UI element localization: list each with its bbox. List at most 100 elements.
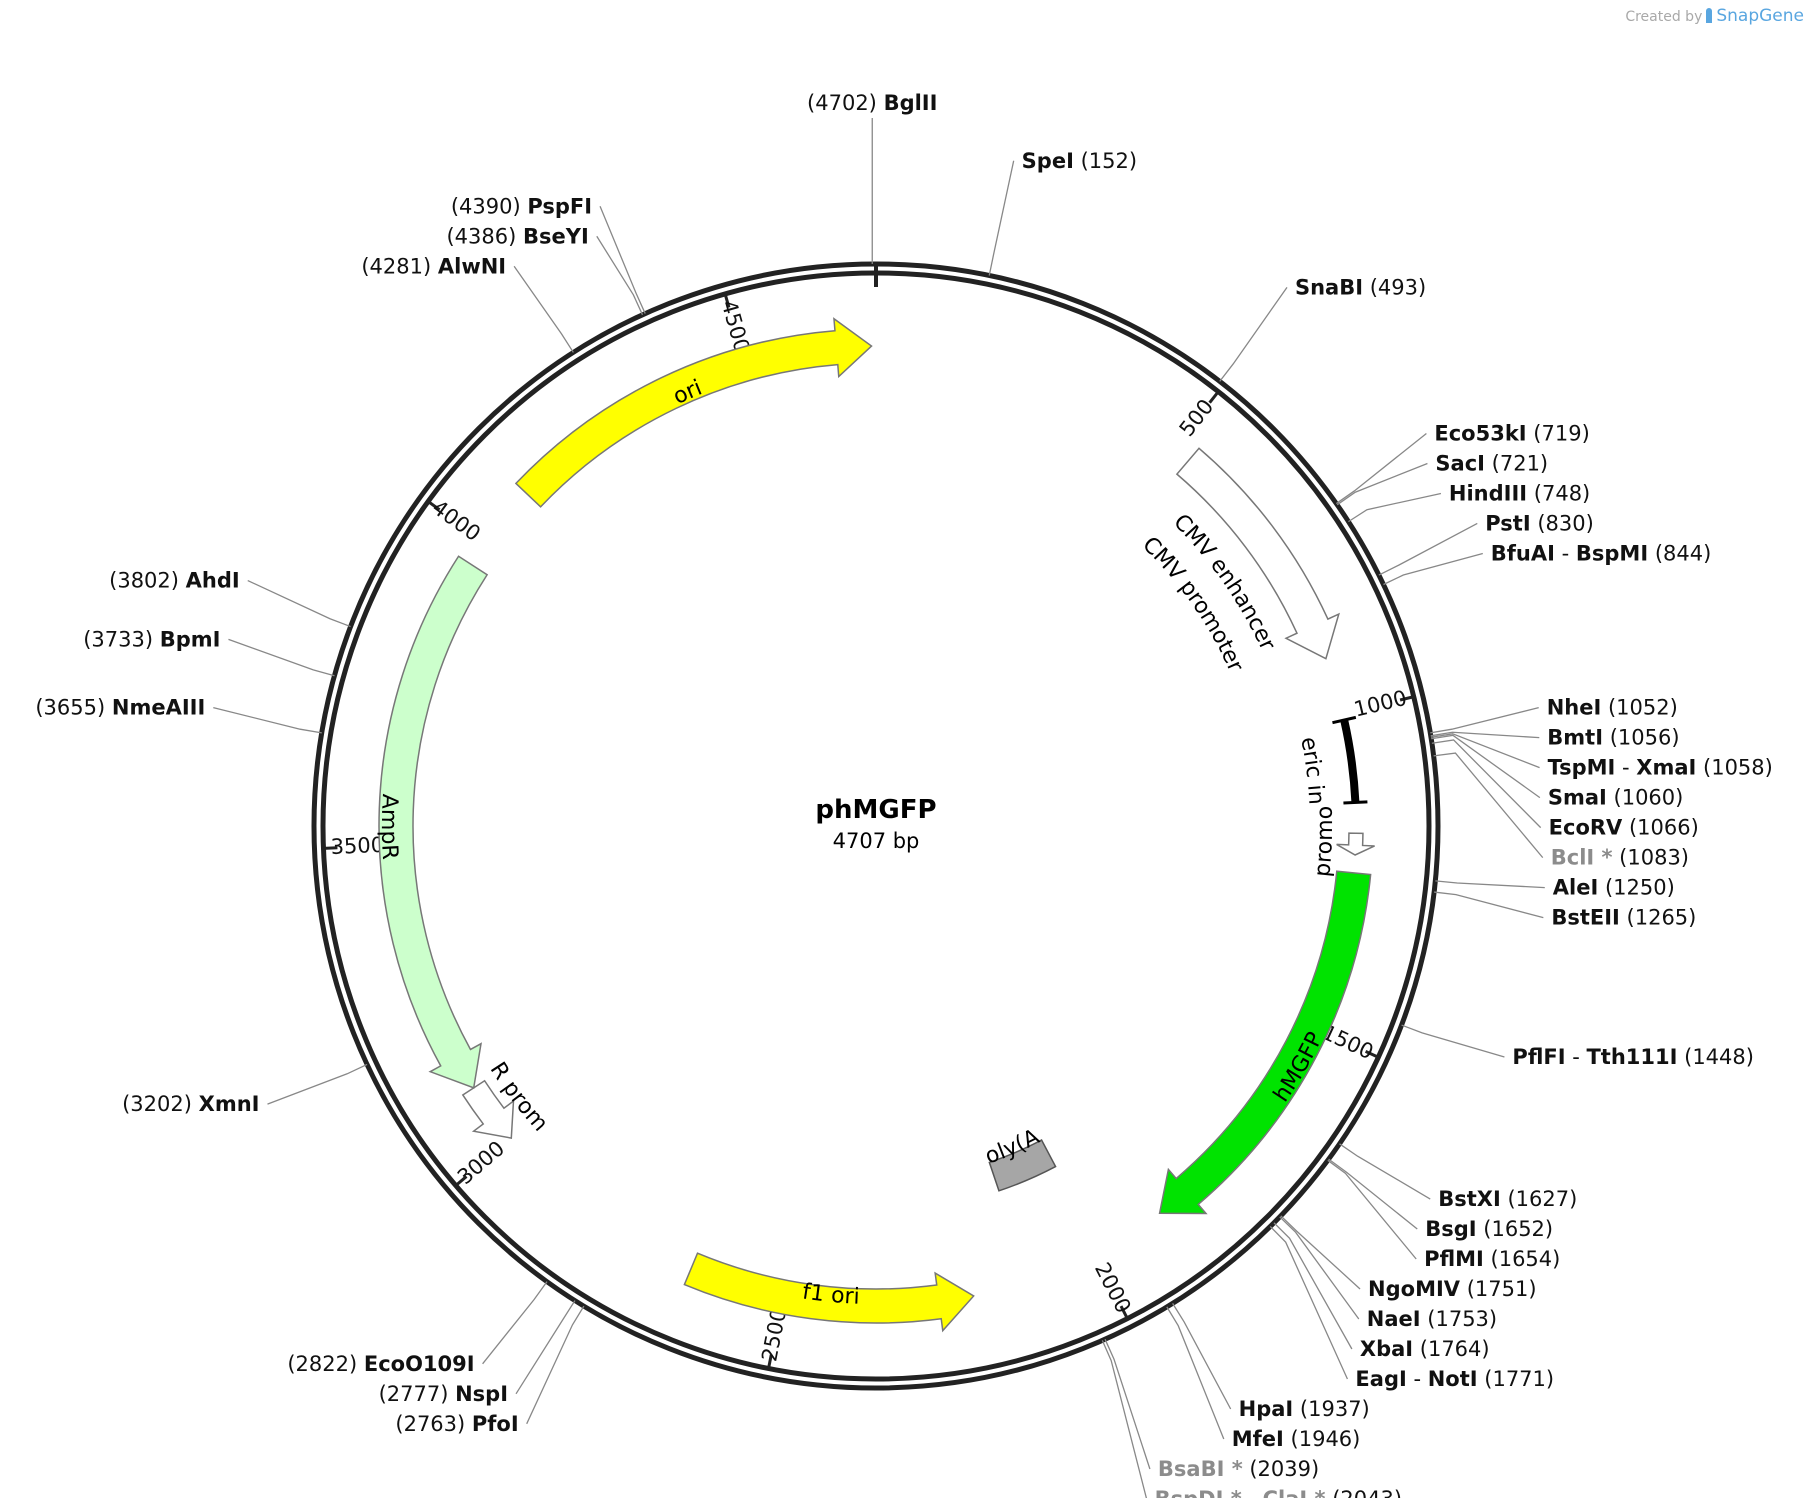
site-pflfi-tth111i[interactable]: PflFI - Tth111I (1448) [1401, 1024, 1754, 1069]
site-leader-line [1435, 880, 1545, 889]
site-leader-line [267, 1063, 368, 1105]
site-leader-line [1327, 1159, 1417, 1260]
t7-promoter-label: T7 promoter [0, 0, 1338, 885]
site-spei[interactable]: SpeI (152) [988, 149, 1137, 276]
tick-mark-1000 [1399, 695, 1415, 702]
site-label: BclI * (1083) [1551, 846, 1689, 870]
site-pfoi[interactable]: (2763) PfoI [395, 1305, 585, 1436]
feature-sv40-polya-signal[interactable]: SV40 poly(A) signal [0, 0, 1057, 1192]
site-ecoo109i[interactable]: (2822) EcoO109I [287, 1281, 548, 1376]
tick-mark-4500 [723, 293, 731, 308]
site-bglii[interactable]: (4702) BglII [807, 91, 937, 265]
site-eco53ki[interactable]: Eco53kI (719) [1335, 421, 1590, 505]
site-bspdi-clai[interactable]: BspDI * - ClaI * (2043) [1101, 1340, 1402, 1498]
site-leader-line [1328, 1158, 1418, 1230]
site-pflmi[interactable]: PflMI (1654) [1327, 1159, 1561, 1271]
feature-t7-promoter[interactable]: T7 promoter [0, 0, 1375, 885]
site-label: EagI - NotI (1771) [1355, 1367, 1554, 1391]
site-nspi[interactable]: (2777) NspI [379, 1300, 576, 1406]
site-ahdi[interactable]: (3802) AhdI [109, 569, 351, 628]
site-pspfi[interactable]: (4390) PspFI [451, 194, 646, 314]
site-leader-line [1172, 1303, 1232, 1410]
site-label: BsaBI * (2039) [1158, 1457, 1319, 1481]
site-leader-line [1434, 891, 1544, 919]
site-leader-line [988, 160, 1015, 276]
site-leader-line [1273, 1222, 1353, 1350]
chimeric-intron-bar [1340, 719, 1360, 803]
site-psti[interactable]: PstI (830) [1378, 511, 1594, 576]
site-alwni[interactable]: (4281) AlwNI [361, 254, 574, 353]
site-leader-line [1101, 1340, 1148, 1498]
site-label: SacI (721) [1435, 451, 1548, 475]
site-tspmi-xmai[interactable]: TspMI - XmaI (1058) [1430, 733, 1773, 780]
feature-cmv-enhancer[interactable]: CMV enhancer [1168, 447, 1340, 660]
site-label: NaeI (1753) [1367, 1307, 1497, 1331]
site-label: (3733) BpmI [83, 627, 220, 651]
site-leader-line [596, 235, 644, 316]
site-leader-line [1433, 752, 1544, 859]
site-xbai[interactable]: XbaI (1764) [1273, 1222, 1490, 1361]
site-label: NgoMIV (1751) [1368, 1277, 1537, 1301]
site-xmni[interactable]: (3202) XmnI [122, 1063, 368, 1116]
site-nmeaiii[interactable]: (3655) NmeAIII [35, 696, 322, 734]
feature-f1-ori[interactable]: f1 ori [683, 1252, 975, 1333]
site-leader-line [1401, 1024, 1505, 1058]
site-label: (2777) NspI [379, 1382, 508, 1406]
site-bsteii[interactable]: BstEII (1265) [1434, 891, 1696, 930]
plasmid-backbone [311, 261, 1441, 1391]
site-label: PflMI (1654) [1424, 1247, 1560, 1271]
site-leader-line [526, 1305, 585, 1425]
site-label: HpaI (1937) [1239, 1397, 1370, 1421]
site-leader-line [1430, 731, 1540, 739]
site-label: BfuAI - BspMI (844) [1491, 541, 1712, 565]
site-bseyi[interactable]: (4386) BseYI [446, 224, 644, 316]
tick-label: 4000 [428, 495, 485, 546]
tick-label: 1000 [1352, 686, 1410, 722]
site-leader-line [1279, 1216, 1360, 1320]
site-label: (2822) EcoO109I [287, 1352, 474, 1376]
credit-brand: SnapGene [1716, 6, 1804, 26]
site-leader-line [1430, 733, 1540, 769]
tick-mark-3500 [323, 846, 338, 850]
tick-label: 3000 [453, 1136, 509, 1189]
site-bsgi[interactable]: BsgI (1652) [1328, 1158, 1553, 1241]
site-hpai[interactable]: HpaI (1937) [1172, 1303, 1370, 1421]
site-leader-line [1431, 734, 1541, 799]
site-hindiii[interactable]: HindIII (748) [1348, 481, 1590, 523]
site-snabi[interactable]: SnaBI (493) [1219, 275, 1427, 382]
site-saci[interactable]: SacI (721) [1336, 451, 1548, 506]
site-mfei[interactable]: MfeI (1946) [1166, 1306, 1361, 1451]
site-label: (3202) XmnI [122, 1092, 259, 1116]
f1-ori-arrow [683, 1252, 975, 1333]
site-label: (2763) PfoI [395, 1412, 518, 1436]
site-leader-line [1431, 739, 1542, 829]
site-label: SnaBI (493) [1295, 275, 1426, 299]
feature-ampr[interactable]: AmpR [376, 555, 489, 1089]
site-label: (4281) AlwNI [361, 254, 506, 278]
site-bstxi[interactable]: BstXI (1627) [1339, 1143, 1578, 1211]
site-bpmi[interactable]: (3733) BpmI [83, 627, 335, 677]
site-smai[interactable]: SmaI (1060) [1431, 734, 1683, 810]
tick-mark-3000 [454, 1175, 468, 1187]
site-label: BspDI * - ClaI * (2043) [1155, 1487, 1402, 1498]
ampr-promoter-arrow [461, 1079, 515, 1139]
site-ecorv[interactable]: EcoRV (1066) [1431, 739, 1699, 840]
site-leader-line [1339, 1143, 1431, 1200]
site-label: BmtI (1056) [1547, 726, 1679, 750]
site-bmti[interactable]: BmtI (1056) [1430, 726, 1680, 750]
site-leader-line [1166, 1306, 1225, 1440]
site-alei[interactable]: AleI (1250) [1435, 876, 1675, 900]
site-ngomiv[interactable]: NgoMIV (1751) [1280, 1215, 1537, 1301]
site-nhei[interactable]: NheI (1052) [1430, 696, 1678, 734]
site-bfuai-bspmi[interactable]: BfuAI - BspMI (844) [1383, 541, 1712, 586]
site-bsabi[interactable]: BsaBI * (2039) [1104, 1338, 1319, 1481]
site-naei[interactable]: NaeI (1753) [1279, 1216, 1497, 1331]
restriction-sites: SpeI (152) SnaBI (493) Eco53kI (719)SacI (… [35, 91, 1773, 1498]
site-leader-line [1348, 492, 1442, 523]
site-leader-line [1430, 706, 1539, 734]
site-bcli[interactable]: BclI * (1083) [1433, 752, 1689, 870]
site-eagi-noti[interactable]: EagI - NotI (1771) [1269, 1226, 1554, 1391]
site-leader-line [228, 638, 335, 677]
